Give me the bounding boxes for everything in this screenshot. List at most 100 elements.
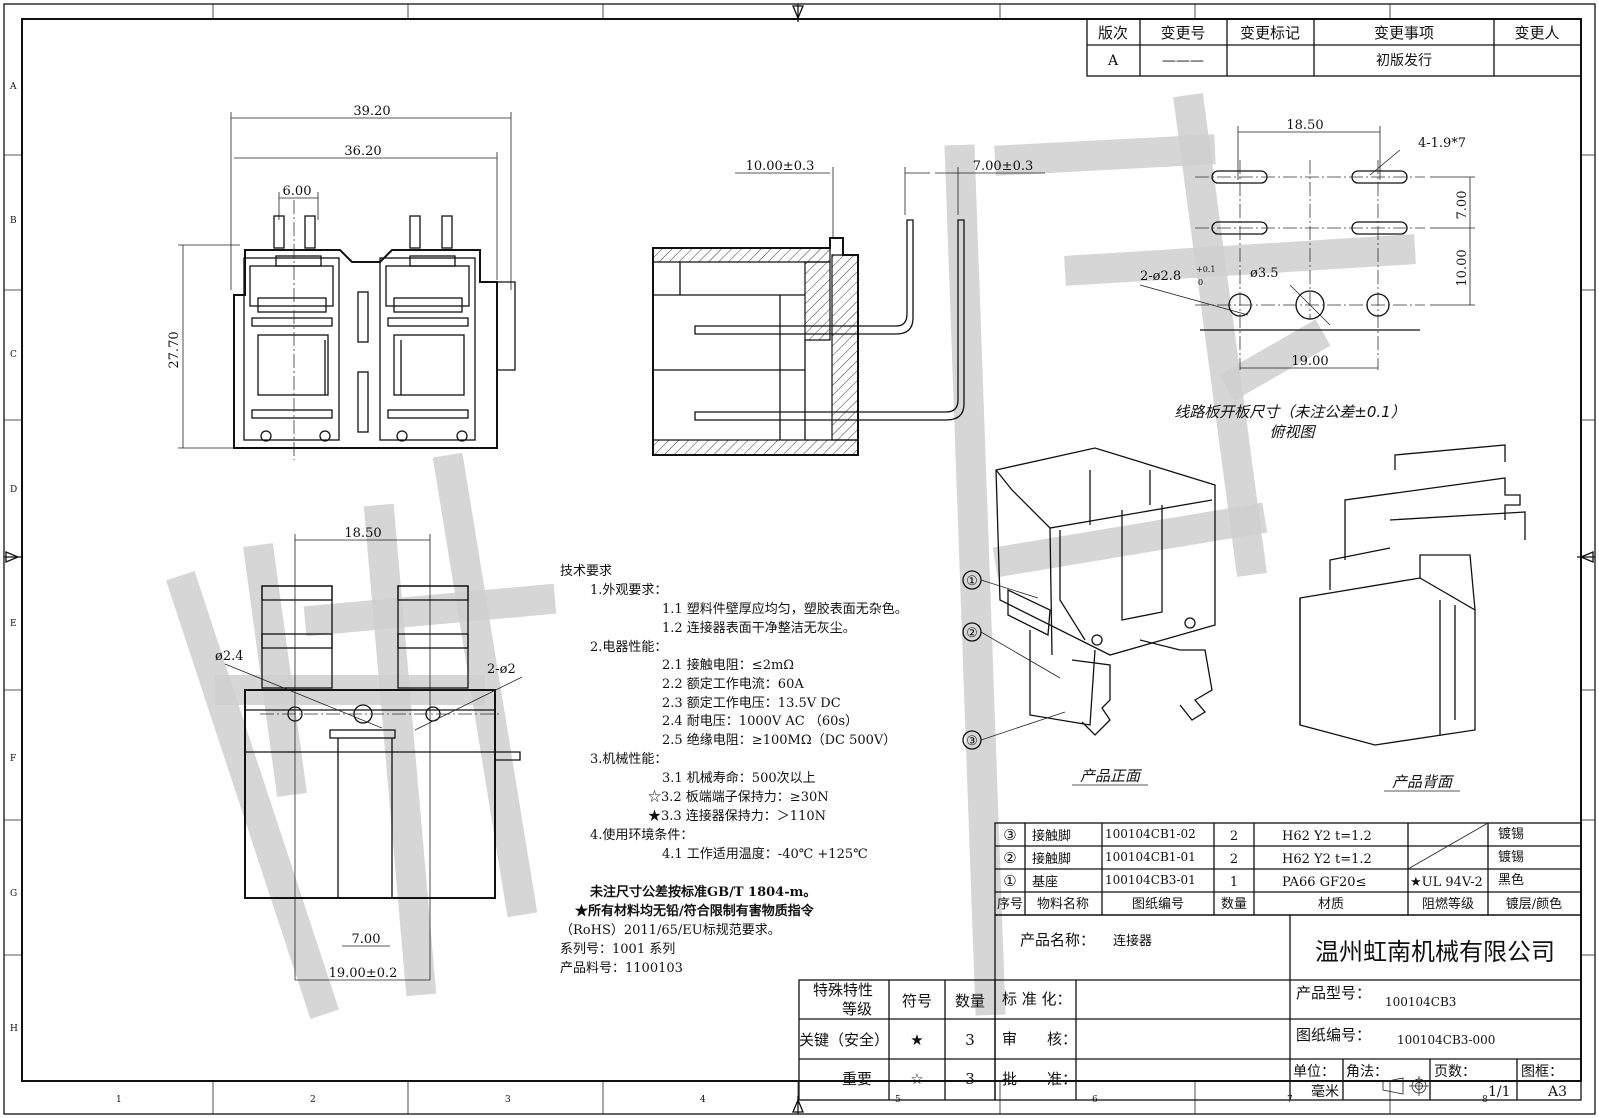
company-name: 温州虹南机械有限公司 bbox=[1315, 938, 1555, 966]
tech-line: 3.1 机械寿命：500次以上 bbox=[662, 770, 816, 786]
drawing-border: A B C D E F G H 1 2 3 4 5 6 7 8 bbox=[3, 3, 1596, 1115]
tech-note-rohs: ★所有材料均无铅/符合限制有害物质指令 bbox=[575, 903, 815, 919]
unit-value: 毫米 bbox=[1311, 1083, 1339, 1100]
front-view: 39.20 36.20 6.00 27.70 bbox=[167, 104, 516, 460]
label-product-front: 产品正面 bbox=[1080, 767, 1143, 785]
special-key-qty: 3 bbox=[965, 1031, 975, 1049]
bom-header-name: 物料名称 bbox=[1037, 896, 1089, 912]
row-letter: H bbox=[10, 1024, 18, 1034]
bom-material-1: PA66 GF20≤ bbox=[1282, 875, 1366, 890]
tech-line: 4.1 工作适用温度：-40℃ +125℃ bbox=[662, 846, 868, 862]
review-label: 审 核： bbox=[1002, 1030, 1077, 1048]
rev-header-change-no: 变更号 bbox=[1160, 24, 1205, 42]
bom-code-2: 100104CB1-01 bbox=[1105, 850, 1196, 864]
row-letter: E bbox=[10, 619, 17, 629]
dim-6-00: 6.00 bbox=[283, 184, 312, 199]
bom-header-material: 材质 bbox=[1318, 897, 1344, 912]
bottom-dim-18-50: 18.50 bbox=[344, 526, 381, 541]
tech-material-no: 产品料号：1100103 bbox=[560, 961, 683, 976]
tech-title: 技术要求 bbox=[560, 564, 612, 579]
bom-header-no: 序号 bbox=[997, 897, 1023, 912]
special-header-qty: 数量 bbox=[955, 992, 985, 1010]
tech-line: 2.1 接触电阻：≤2mΩ bbox=[662, 657, 794, 673]
tech-line: 3.机械性能： bbox=[590, 752, 667, 767]
bom-name-3: 接触脚 bbox=[1032, 828, 1071, 844]
tech-line: 1.2 连接器表面干净整洁无灰尘。 bbox=[662, 620, 856, 636]
bom-header-finish: 镀层/颜色 bbox=[1506, 896, 1562, 912]
bom-material-3: H62 Y2 t=1.2 bbox=[1282, 829, 1372, 844]
row-letter: F bbox=[10, 754, 16, 764]
tech-line: 1.1 塑料件壁厚应均匀，塑胶表面无杂色。 bbox=[662, 601, 908, 617]
dim-10-00-tol: 10.00±0.3 bbox=[746, 159, 815, 174]
pcb-dim-hole-3-5: ø3.5 bbox=[1250, 266, 1279, 281]
col-number: 1 bbox=[116, 1095, 122, 1105]
bom-finish-3: 镀锡 bbox=[1498, 826, 1524, 842]
special-important-symbol: ☆ bbox=[910, 1070, 923, 1088]
special-key-symbol: ★ bbox=[910, 1031, 923, 1049]
page-value: 1/1 bbox=[1488, 1084, 1511, 1100]
title-block: 产品名称： 连接器 温州虹南机械有限公司 标 准 化： 审 核： 批 准： 产品… bbox=[994, 914, 1582, 1101]
bom-no-3: ③ bbox=[1003, 826, 1016, 844]
dim-7-00-tol: 7.00±0.3 bbox=[973, 159, 1034, 174]
bom-qty-3: 2 bbox=[1230, 829, 1238, 844]
bom-material-2: H62 Y2 t=1.2 bbox=[1282, 852, 1372, 867]
col-number: 2 bbox=[310, 1095, 316, 1105]
pcb-dim-slot: 4-1.9*7 bbox=[1418, 136, 1466, 151]
tech-line: 4.使用环境条件： bbox=[590, 827, 693, 843]
special-header-2: 等级 bbox=[842, 1000, 872, 1018]
dim-36-20: 36.20 bbox=[344, 144, 381, 159]
angle-label: 角法： bbox=[1346, 1064, 1388, 1080]
bom-finish-1: 黑色 bbox=[1498, 872, 1524, 888]
bottom-dim-hole-2-4: ø2.4 bbox=[215, 649, 244, 664]
col-number: 3 bbox=[505, 1095, 511, 1105]
special-important-label: 重要 bbox=[842, 1070, 872, 1088]
special-header-symbol: 符号 bbox=[902, 992, 932, 1010]
pcb-dim-hole-2-8: 2-ø2.8 bbox=[1140, 269, 1181, 284]
bom-finish-2: 镀锡 bbox=[1498, 849, 1524, 865]
bom-header-qty: 数量 bbox=[1221, 897, 1247, 912]
bom-header-code: 图纸编号 bbox=[1132, 897, 1184, 912]
row-letter: C bbox=[10, 350, 17, 360]
pcb-dim-19-00: 19.00 bbox=[1291, 354, 1328, 369]
pcb-dim-tol-upper: +0.1 bbox=[1196, 265, 1215, 274]
tech-line: 2.2 额定工作电流：60A bbox=[662, 677, 804, 692]
label-product-back: 产品背面 bbox=[1392, 773, 1455, 791]
col-number: 4 bbox=[700, 1095, 706, 1105]
bom-qty-1: 1 bbox=[1230, 875, 1238, 890]
technical-requirements: 技术要求 1.外观要求： 1.1 塑料件壁厚应均匀，塑胶表面无杂色。 1.2 连… bbox=[560, 564, 908, 976]
approve-label: 批 准： bbox=[1002, 1070, 1077, 1088]
tech-line: ★3.3 连接器保持力：＞110N bbox=[648, 808, 826, 824]
drawing-no-value: 100104CB3-000 bbox=[1397, 1033, 1495, 1047]
balloon-1: ① bbox=[966, 574, 978, 589]
tech-line: 2.4 耐电压：1000V AC （60s） bbox=[662, 714, 858, 729]
bom-no-2: ② bbox=[1003, 849, 1016, 867]
dim-39-20: 39.20 bbox=[353, 104, 390, 119]
tech-line: 2.3 额定工作电压：13.5V DC bbox=[662, 696, 841, 711]
rev-header-version: 版次 bbox=[1098, 24, 1128, 42]
balloon-2: ② bbox=[966, 626, 978, 641]
special-characteristics-table: 特殊特性 等级 符号 数量 关键（安全） ★ 3 重要 ☆ 3 bbox=[798, 979, 996, 1101]
iso-front-view: ① ② ③ 产品正面 bbox=[962, 447, 1216, 786]
rev-change-no: ——— bbox=[1162, 53, 1204, 69]
product-name: 连接器 bbox=[1113, 933, 1152, 949]
rev-version: A bbox=[1107, 53, 1119, 69]
standardization-label: 标 准 化： bbox=[1002, 990, 1072, 1008]
model-value: 100104CB3 bbox=[1385, 995, 1456, 1009]
rev-header-change-item: 变更事项 bbox=[1374, 24, 1434, 42]
pcb-dim-7-00: 7.00 bbox=[1455, 191, 1470, 220]
bom-name-1: 基座 bbox=[1032, 875, 1058, 890]
unit-label: 单位： bbox=[1293, 1064, 1335, 1080]
special-header-1: 特殊特性 bbox=[813, 981, 873, 999]
pcb-caption: 线路板开板尺寸（未注公差±0.1） bbox=[1174, 403, 1405, 421]
pcb-subcaption: 俯视图 bbox=[1269, 423, 1316, 441]
rev-header-changer: 变更人 bbox=[1514, 24, 1559, 42]
tech-series: 系列号：1001 系列 bbox=[560, 942, 675, 957]
tech-line: 1.外观要求： bbox=[590, 583, 667, 598]
row-letter: B bbox=[10, 216, 17, 226]
row-letter: A bbox=[9, 82, 17, 92]
tech-line: 2.电器性能： bbox=[590, 640, 667, 655]
pcb-dim-18-50: 18.50 bbox=[1286, 118, 1323, 133]
row-letter: D bbox=[10, 485, 17, 495]
product-name-label: 产品名称： bbox=[1020, 931, 1095, 949]
bom-table: ③ 接触脚 100104CB1-02 2 H62 Y2 t=1.2 镀锡 ② 接… bbox=[994, 822, 1582, 916]
